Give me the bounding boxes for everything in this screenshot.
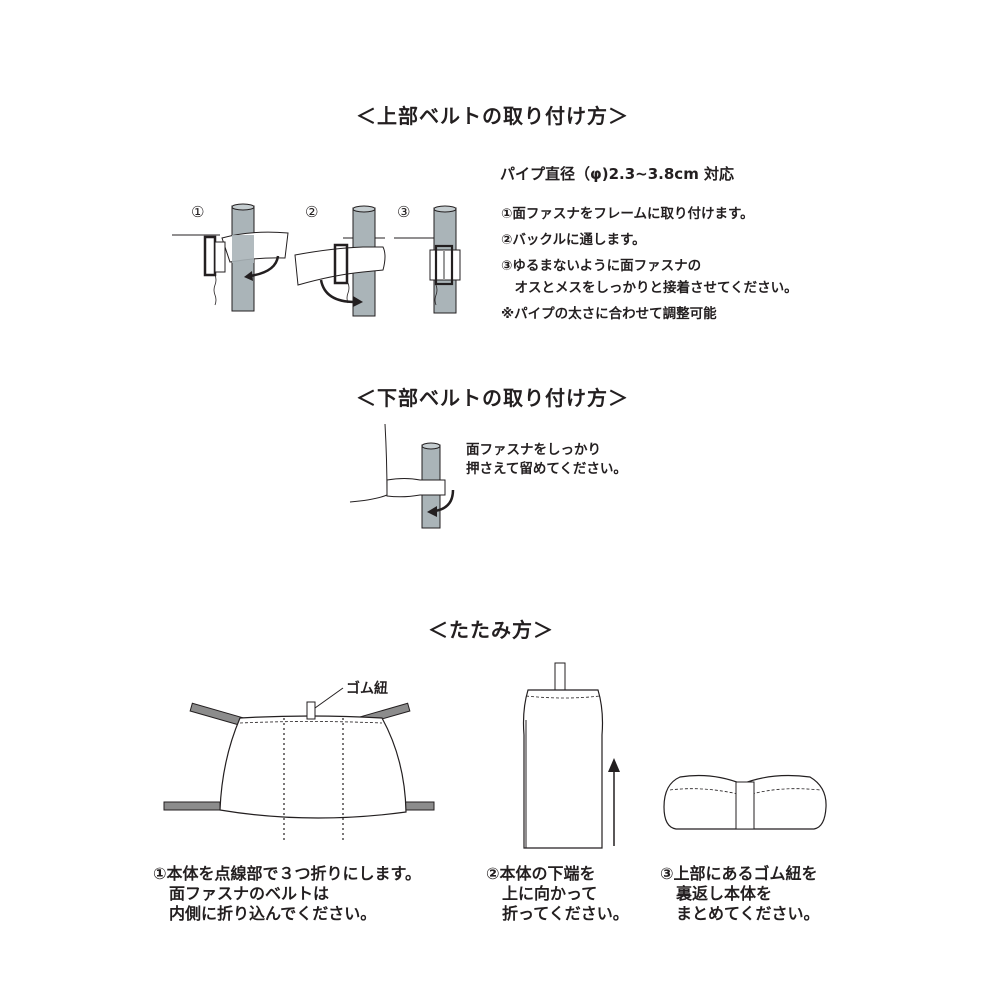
pipe-step2-illustration <box>294 205 386 317</box>
fold-step3-caption: ③上部にあるゴム紐を 裏返し本体を まとめてください。 <box>660 864 820 924</box>
step-marker-1: ① <box>191 203 205 221</box>
lower-belt-title: ＜下部ベルトの取り付け方＞ <box>356 386 629 410</box>
fold-step3-line3: まとめてください。 <box>660 904 820 923</box>
fold-step1-illustration <box>163 687 435 840</box>
upper-belt-title: ＜上部ベルトの取り付け方＞ <box>356 104 629 128</box>
fold-step1-line3: 内側に折り込んでください。 <box>153 904 377 923</box>
upper-step-2: ②バックルに通します。 <box>501 232 646 248</box>
fold-step3-line1: ③上部にあるゴム紐を <box>660 864 818 883</box>
elastic-cord-label: ゴム紐 <box>346 681 388 697</box>
fold-step1-caption: ①本体を点線部で３つ折りにします。 面ファスナのベルトは 内側に折り込んでくださ… <box>153 864 421 924</box>
step-marker-3: ③ <box>397 203 411 221</box>
step-marker-2: ② <box>305 203 319 221</box>
pipe-diameter-spec: パイプ直径（φ)2.3~3.8cm 対応 <box>500 165 735 183</box>
upper-step-3-line2: オスとメスをしっかりと接着させてください。 <box>501 280 798 296</box>
fold-step1-line1: ①本体を点線部で３つ折りにします。 <box>153 864 421 883</box>
fold-step2-illustration <box>522 662 620 849</box>
lower-instruction-line2: 押さえて留めてください。 <box>466 461 627 477</box>
upper-step-3-line1: ③ゆるまないように面ファスナの <box>501 258 702 274</box>
fold-step2-line3: 折ってください。 <box>486 904 629 923</box>
fold-step3-illustration <box>663 774 827 830</box>
fold-step1-line2: 面ファスナのベルトは <box>153 884 330 903</box>
upper-note: ※パイプの太さに合わせて調整可能 <box>501 306 717 322</box>
pipe-step1-illustration <box>172 203 289 312</box>
fold-step2-caption: ②本体の下端を 上に向かって 折ってください。 <box>486 864 629 924</box>
fold-step3-line2: 裏返し本体を <box>660 884 773 903</box>
upper-step-1: ①面ファスナをフレームに取り付けます。 <box>501 206 754 222</box>
fold-step2-line2: 上に向かって <box>486 884 598 903</box>
pipe-step3-illustration <box>394 205 461 314</box>
fold-step2-line1: ②本体の下端を <box>486 864 596 883</box>
folding-title: ＜たたみ方＞ <box>428 618 554 642</box>
lower-belt-illustration <box>349 423 455 529</box>
lower-instruction-line1: 面ファスナをしっかり <box>466 442 601 458</box>
